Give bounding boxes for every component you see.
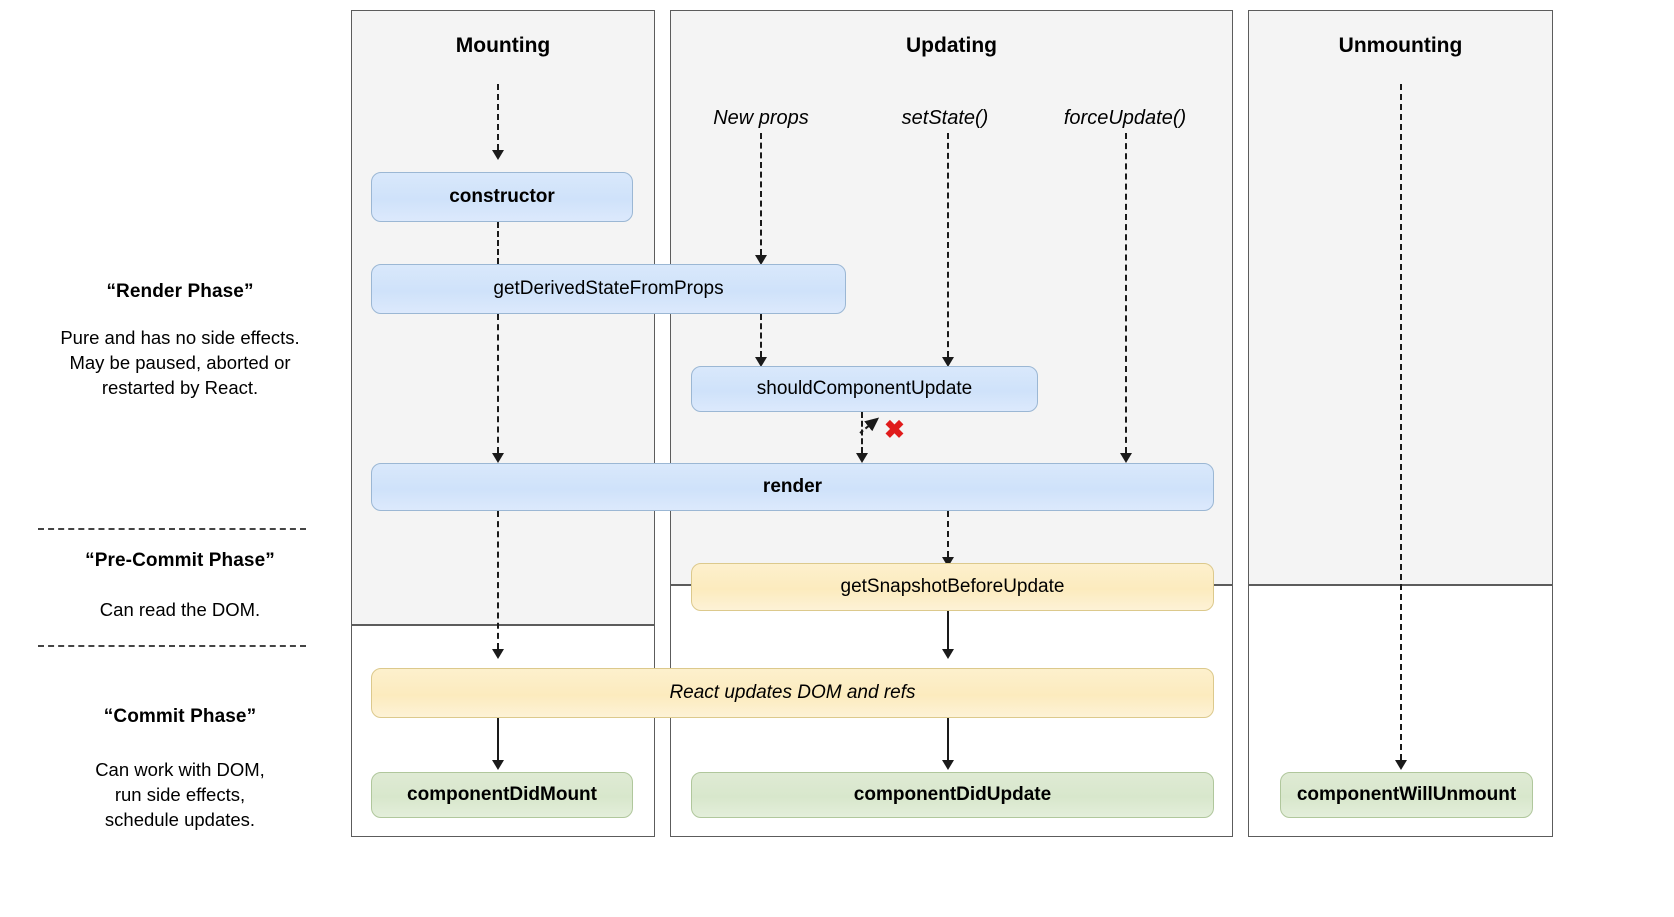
- lifecycle-node-component-will-unmount[interactable]: componentWillUnmount: [1280, 772, 1533, 818]
- connector-snapshot-to-dom-update: [947, 611, 949, 649]
- connector-gdsfp-to-render: [497, 314, 499, 453]
- arrowhead-snapshot: [942, 557, 954, 567]
- lifecycle-node-component-did-update[interactable]: componentDidUpdate: [691, 772, 1214, 818]
- connector-constructor-to-gdsfp: [497, 222, 499, 264]
- abort-marker-icon: ✖: [884, 416, 905, 444]
- connector-render-to-dom-update-mounting: [497, 511, 499, 649]
- phase-divider-bottom: [38, 645, 306, 647]
- arrowhead-render-mounting: [492, 453, 504, 463]
- connector-scu-abort-branch: [859, 417, 880, 434]
- arrowhead-did-mount: [492, 760, 504, 770]
- lifecycle-node-component-did-mount[interactable]: componentDidMount: [371, 772, 633, 818]
- arrowhead-dom-update-mounting: [492, 649, 504, 659]
- phase-divider-top: [38, 528, 306, 530]
- lifecycle-node-react-updates-dom-and-refs[interactable]: React updates DOM and refs: [371, 668, 1214, 718]
- trigger-label-force-update: forceUpdate(): [1063, 107, 1187, 129]
- phase-title-pre-commit: “Pre-Commit Phase”: [85, 550, 275, 571]
- trigger-label-new-props: New props: [713, 107, 809, 129]
- lifecycle-node-get-derived-state-from-props[interactable]: getDerivedStateFromProps: [371, 264, 846, 314]
- phase-title-commit: “Commit Phase”: [103, 706, 257, 727]
- arrowhead-constructor: [492, 150, 504, 160]
- arrowhead-scu-from-set-state: [942, 357, 954, 367]
- connector-new-props-to-gdsfp: [760, 133, 762, 255]
- arrowhead-gdsfp-updating: [755, 255, 767, 265]
- phase-title-render: “Render Phase”: [106, 281, 254, 302]
- lifecycle-node-should-component-update[interactable]: shouldComponentUpdate: [691, 366, 1038, 412]
- connector-gdsfp-to-scu: [760, 314, 762, 357]
- arrowhead-render-from-scu: [856, 453, 868, 463]
- phase-description-pre-commit: Can read the DOM.: [99, 599, 261, 620]
- arrowhead-dom-update-updating: [942, 649, 954, 659]
- connector-force-update-to-render: [1125, 133, 1127, 453]
- column-heading-updating: Updating: [906, 34, 997, 57]
- lifecycle-node-get-snapshot-before-update[interactable]: getSnapshotBeforeUpdate: [691, 563, 1214, 611]
- phase-description-commit: Can work with DOM, run side effects, sch…: [95, 759, 265, 830]
- connector-set-state-to-scu: [947, 133, 949, 357]
- phase-description-render: Pure and has no side effects. May be pau…: [60, 327, 300, 398]
- connector-start-to-constructor: [497, 84, 499, 150]
- arrowhead-did-update: [942, 760, 954, 770]
- arrowhead-scu-from-props: [755, 357, 767, 367]
- connector-dom-update-to-did-update: [947, 718, 949, 760]
- trigger-label-set-state: setState(): [901, 107, 989, 129]
- lifecycle-node-render[interactable]: render: [371, 463, 1214, 511]
- column-heading-unmounting: Unmounting: [1338, 34, 1463, 57]
- column-heading-mounting: Mounting: [455, 34, 551, 57]
- arrowhead-render-from-force-update: [1120, 453, 1132, 463]
- connector-unmount-start-to-will-unmount: [1400, 84, 1402, 760]
- connector-dom-update-to-did-mount: [497, 718, 499, 760]
- arrowhead-will-unmount: [1395, 760, 1407, 770]
- connector-render-to-snapshot: [947, 511, 949, 557]
- column-mounting-render-phase: [351, 10, 655, 625]
- lifecycle-node-constructor[interactable]: constructor: [371, 172, 633, 222]
